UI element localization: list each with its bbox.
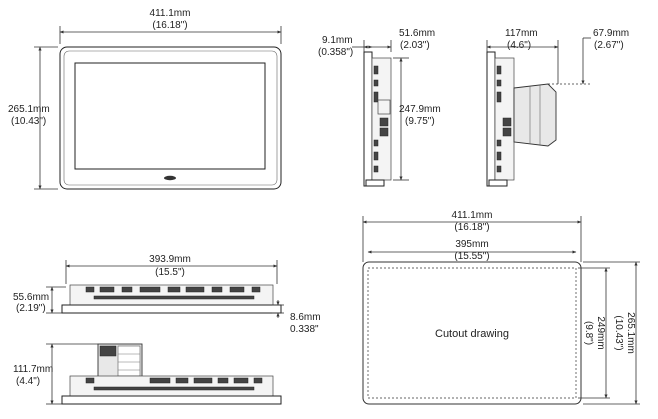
front-height-mm: 265.1mm	[8, 104, 50, 115]
cutout-outline	[362, 261, 582, 405]
side-bezel	[363, 51, 373, 187]
cutout-inner-dashed	[367, 267, 577, 399]
side-depth-mm: 51.6mm	[399, 28, 435, 39]
bottom-bezel-in: 0.338"	[290, 324, 319, 335]
bottom-module-depth-in: (4.4")	[16, 376, 40, 387]
bottom-connectors	[85, 286, 261, 300]
cutout-inner-height-mm: 249mm	[595, 316, 606, 349]
side-height-mm: 247.9mm	[399, 104, 441, 115]
bottom-bezel	[61, 304, 282, 314]
side-connectors	[373, 65, 391, 173]
cutout-outer-height-in: (10.43")	[613, 315, 624, 350]
cutout-view: 411.1mm (16.18") 395mm (15.55") Cutout d…	[362, 210, 640, 405]
front-screen	[74, 62, 266, 170]
bottom-depth-in: (2.19")	[16, 303, 46, 314]
bottom-bezel-mm: 8.6mm	[290, 312, 321, 323]
cutout-width-mm: 395mm	[455, 239, 488, 250]
front-width-in: (16.18")	[152, 20, 187, 31]
side-view: 9.1mm (0.358") 51.6mm (2.03") 247.9mm (	[318, 28, 441, 187]
front-view: 411.1mm (16.18") 265.1mm (10.43")	[8, 8, 282, 190]
bottom-width-in: (15.5")	[155, 267, 185, 278]
side-module-size-in: (2.67")	[594, 40, 624, 51]
side-bezel-in: (0.358")	[318, 47, 353, 58]
bottom-module-bezel	[61, 395, 282, 405]
cutout-label: Cutout drawing	[435, 328, 509, 340]
side-height-in: (9.75")	[405, 116, 435, 127]
side-module-connectors	[496, 65, 512, 173]
bottom-module-depth-mm: 111.7mm	[13, 364, 53, 375]
side-module-depth-mm: 117mm	[505, 28, 538, 39]
side-depth-in: (2.03")	[400, 40, 430, 51]
side-module-view: 117mm (4.6") 67.9mm (2.67")	[486, 28, 629, 187]
bottom-width-mm: 393.9mm	[149, 254, 191, 265]
front-height-in: (10.43")	[11, 116, 46, 127]
expansion-module	[513, 83, 557, 147]
logo-mark	[164, 175, 176, 181]
cutout-width-in: (15.55")	[454, 251, 489, 262]
cutout-inner-height-in: (9.8")	[583, 321, 594, 345]
front-width-mm: 411.1mm	[150, 8, 191, 19]
side-bezel-mm: 9.1mm	[322, 35, 353, 46]
side-module-size-mm: 67.9mm	[593, 28, 629, 39]
bottom-module-connectors	[85, 377, 263, 391]
cutout-outer-width-mm: 411.1mm	[452, 210, 493, 221]
cutout-outer-height-mm: 265.1mm	[625, 312, 636, 354]
side-module-bezel	[486, 51, 496, 187]
bottom-view: 393.9mm (15.5") 55.6mm (2.19") 8.6mm	[13, 254, 321, 335]
side-module-depth-in: (4.6")	[507, 40, 531, 51]
cutout-outer-width-in: (16.18")	[454, 222, 489, 233]
bottom-module-view: 111.7mm (4.4")	[13, 343, 282, 405]
bottom-depth-mm: 55.6mm	[13, 292, 49, 303]
